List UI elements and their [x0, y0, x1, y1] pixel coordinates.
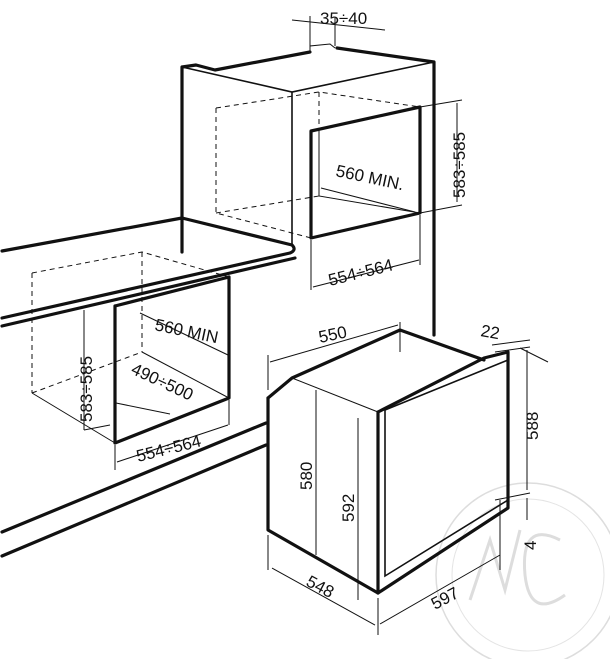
worktop — [0, 216, 297, 328]
dim-lower-height: 583÷585 — [77, 356, 96, 422]
dim-lower-depth: 560 MIN — [153, 315, 220, 347]
dim-oven-width: 597 — [428, 583, 462, 613]
dim-oven-depth: 550 — [317, 322, 349, 346]
dim-gap-bottom: 4 — [521, 541, 540, 550]
plinth-edge — [0, 421, 268, 558]
lower-niche — [31, 251, 231, 445]
oven-body — [266, 328, 510, 595]
dim-upper-height: 583÷585 — [450, 132, 469, 198]
dim-column-gap: 35÷40 — [320, 9, 367, 28]
dim-door-height: 588 — [523, 412, 542, 440]
dim-upper-depth: 560 MIN. — [334, 161, 405, 194]
dimension-lines — [83, 16, 549, 635]
upper-niche — [215, 91, 422, 240]
tall-column-cabinet — [180, 43, 436, 337]
dim-body-height: 580 — [297, 462, 316, 490]
dim-total-height: 592 — [339, 494, 358, 522]
dim-upper-width: 554÷564 — [326, 255, 395, 289]
dim-lower-inner-depth: 490÷500 — [128, 359, 196, 404]
dim-side-depth: 548 — [303, 572, 337, 602]
watermark-seal — [435, 482, 610, 659]
dim-door-thickness: 22 — [479, 321, 501, 343]
dim-lower-width: 554÷564 — [134, 431, 203, 465]
